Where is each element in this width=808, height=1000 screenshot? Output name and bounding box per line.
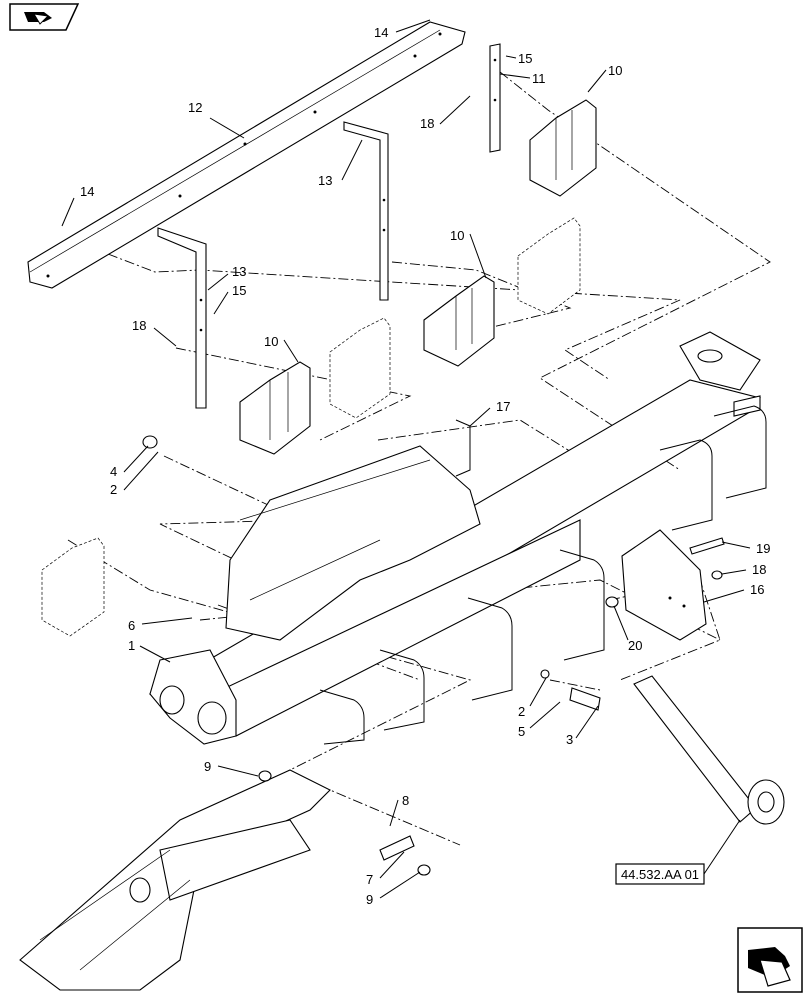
strap-part [489,43,501,153]
bolt-19 [689,537,725,555]
callout-19: 19 [756,541,770,556]
bracket-part-mid [423,275,495,367]
callout-15: 15 [518,51,532,66]
leader-lines [61,19,751,899]
callout-11: 11 [532,71,546,86]
main-frame-part [149,331,761,745]
axle-arm-part [633,675,785,825]
bracket-ghosts [41,217,581,637]
hanger-part-lower [157,227,207,409]
washer-part [142,435,550,782]
forward-nav-icon[interactable] [737,927,803,993]
pin-part-7 [379,835,431,876]
callout-17: 17 [496,399,510,414]
callout-2: 2 [518,704,525,719]
callout-14: 14 [374,25,388,40]
callout-9: 9 [204,759,211,774]
callout-12: 12 [188,100,202,115]
callout-2: 2 [110,482,117,497]
callout-9: 9 [366,892,373,907]
hanger-part-upper [343,121,389,301]
callout-14: 14 [80,184,94,199]
bracket-part-left [239,361,311,455]
callout-5: 5 [518,724,525,739]
linkage-part [19,769,331,991]
u-bolts [319,405,767,745]
callout-8: 8 [402,793,409,808]
mount-plate-part [621,529,707,641]
bracket-part-right [529,99,597,197]
callout-4: 4 [110,464,117,479]
callout-6: 6 [128,618,135,633]
nut-18-right [711,570,723,580]
callout-16: 16 [750,582,764,597]
callout-13: 13 [232,264,246,279]
callout-15: 15 [232,283,246,298]
reference-label: 44.532.AA 01 [621,867,699,882]
callout-labels: 14 15 11 10 12 18 13 14 10 13 15 18 10 1… [80,25,770,907]
nut-20 [605,596,619,608]
callout-10: 10 [608,63,622,78]
callout-10: 10 [264,334,278,349]
pin-part-3 [569,687,601,711]
callout-3: 3 [566,732,573,747]
callout-18: 18 [420,116,434,131]
callout-20: 20 [628,638,642,653]
reference-box[interactable]: 44.532.AA 01 [615,863,705,885]
callout-7: 7 [366,872,373,887]
callout-10: 10 [450,228,464,243]
callout-18: 18 [752,562,766,577]
callout-13: 13 [318,173,332,188]
top-bar-part [27,21,466,289]
folder-nav-icon[interactable] [9,3,80,31]
callout-1: 1 [128,638,135,653]
callout-18: 18 [132,318,146,333]
